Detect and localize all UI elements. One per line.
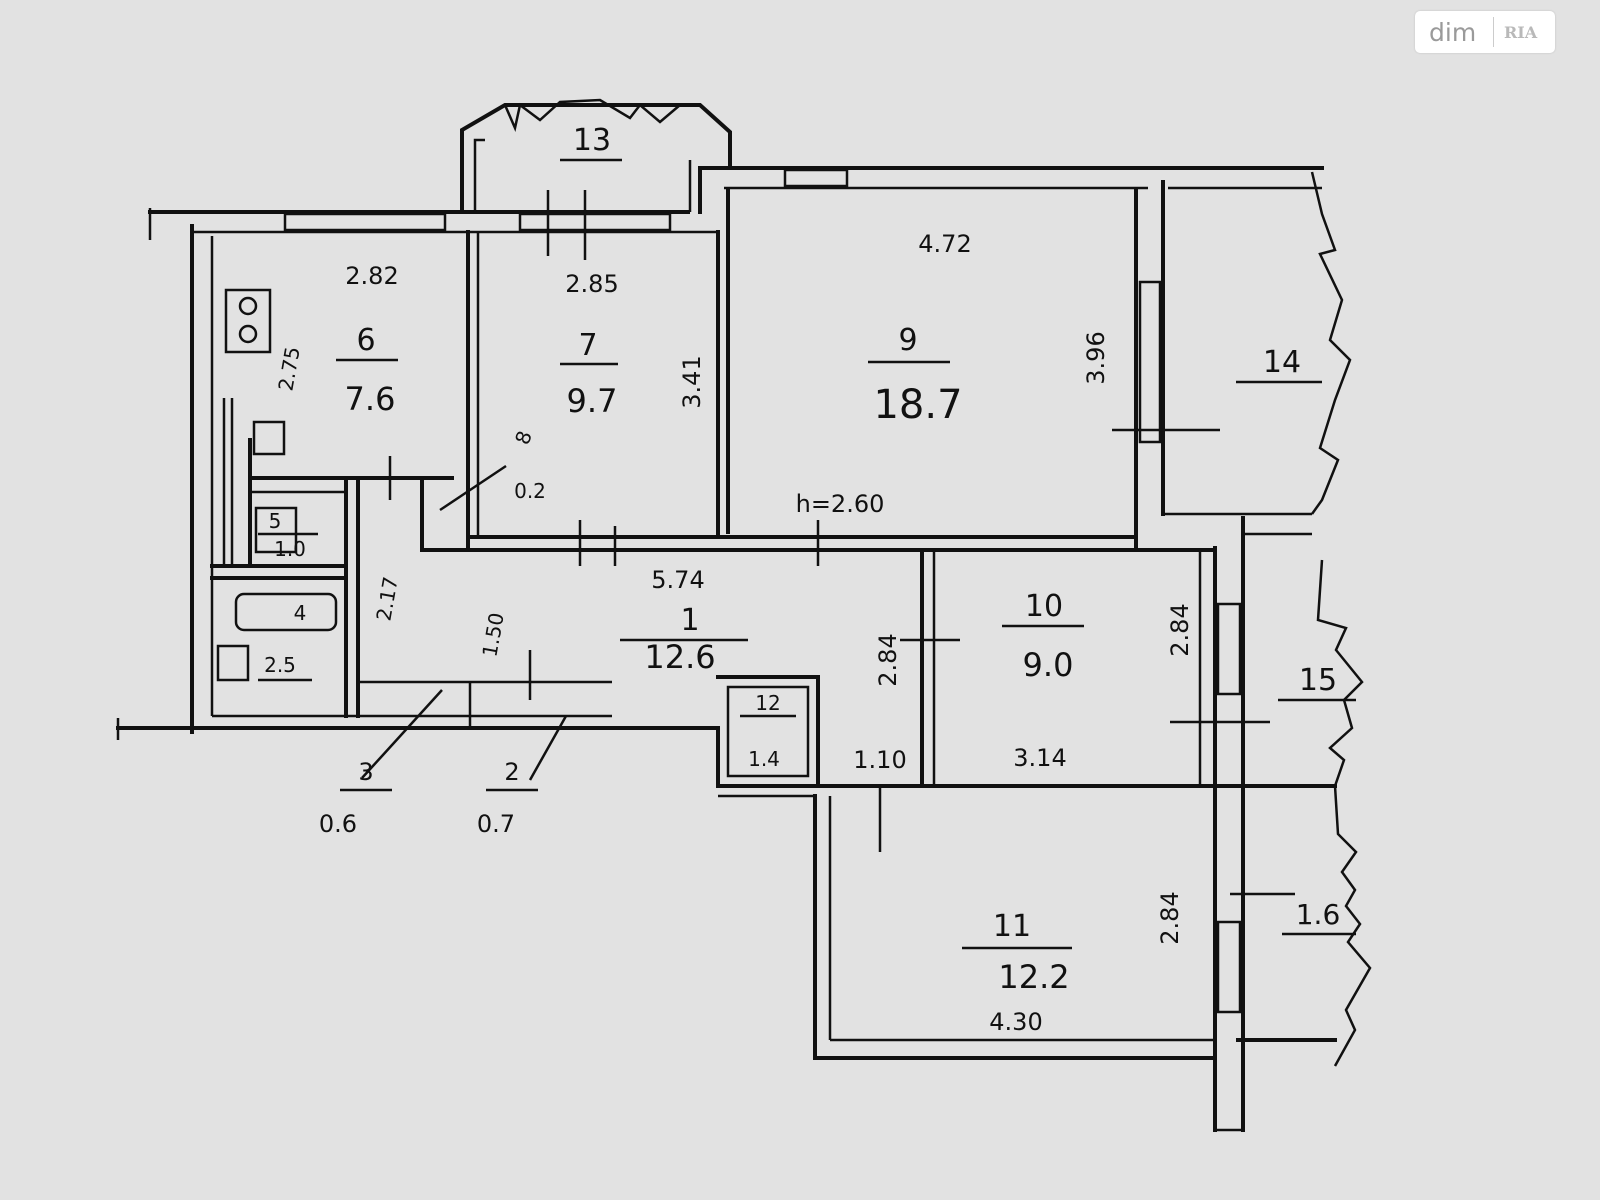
windows — [283, 168, 1242, 1014]
door-ticks — [388, 190, 1295, 896]
walls — [116, 103, 1337, 1132]
room-13-number: 13 — [573, 123, 611, 158]
dim-4-72: 4.72 — [918, 230, 971, 258]
room-10-number: 10 — [1025, 589, 1063, 624]
dimension-labels: 2.82 2.85 4.72 3.96 3.41 2.75 5.74 2.17 … — [273, 230, 1194, 1036]
room-1-number: 1 — [680, 603, 699, 638]
room-4-area: 2.5 — [264, 653, 296, 677]
dim-3-96: 3.96 — [1082, 331, 1110, 384]
sink-icon — [254, 506, 298, 554]
dim-2-17: 2.17 — [371, 575, 402, 623]
balcony-edges — [503, 98, 1372, 1067]
room-5-area: 1.0 — [274, 537, 306, 561]
room-6-number: 6 — [356, 323, 375, 358]
dim-2-84-a: 2.84 — [874, 633, 902, 686]
dim-3-14: 3.14 — [1013, 744, 1066, 772]
dim-1-50: 1.50 — [477, 611, 508, 659]
dim-2-84-b: 2.84 — [1166, 603, 1194, 656]
dim-2-82: 2.82 — [345, 262, 398, 290]
dim-5-74: 5.74 — [651, 566, 704, 594]
dim-2-84-c: 2.84 — [1156, 891, 1184, 944]
ceiling-height: h=2.60 — [796, 490, 885, 518]
room-4-number: 4 — [294, 601, 307, 625]
watermark-text: dim — [1429, 17, 1477, 47]
stove-icon — [224, 288, 272, 354]
dim-ria-watermark: dim RIA — [1415, 11, 1555, 53]
room-10-area: 9.0 — [1023, 646, 1074, 684]
room-15-number: 15 — [1299, 663, 1337, 698]
room-1-area: 12.6 — [644, 638, 715, 676]
dim-2-85: 2.85 — [565, 270, 618, 298]
room-11-number: 11 — [993, 909, 1031, 944]
room-9-area: 18.7 — [873, 382, 962, 428]
room-3-area: 0.6 — [319, 810, 357, 838]
room-9-number: 9 — [898, 323, 917, 358]
room-11-area: 12.2 — [998, 958, 1069, 996]
room-14-number: 14 — [1263, 345, 1301, 380]
room-5-number: 5 — [269, 509, 282, 533]
room-12-area: 1.4 — [748, 747, 780, 771]
room-2-area: 0.7 — [477, 810, 515, 838]
dim-4-30: 4.30 — [989, 1008, 1042, 1036]
fixtures — [216, 288, 338, 682]
room-2-number: 2 — [504, 758, 519, 786]
watermark-divider — [1493, 17, 1494, 47]
dim-3-41: 3.41 — [678, 355, 706, 408]
bathtub-icon — [234, 592, 338, 632]
ria-logo: RIA — [1504, 22, 1538, 42]
room-7-number: 7 — [578, 328, 597, 363]
toilet-icon — [216, 644, 250, 682]
room-12-number: 12 — [755, 691, 780, 715]
room-7-area: 9.7 — [567, 382, 618, 420]
dim-2-75: 2.75 — [273, 345, 304, 393]
dim-1-10: 1.10 — [853, 746, 906, 774]
room-6-area: 7.6 — [345, 380, 396, 418]
room-labels: 6 7.6 7 9.7 9 18.7 13 14 15 1.6 1 12.6 1… — [258, 123, 1356, 996]
room-8-area: 0.2 — [514, 479, 546, 503]
room-16-area: 1.6 — [1296, 898, 1341, 931]
room-8-number: 8 — [510, 428, 537, 448]
